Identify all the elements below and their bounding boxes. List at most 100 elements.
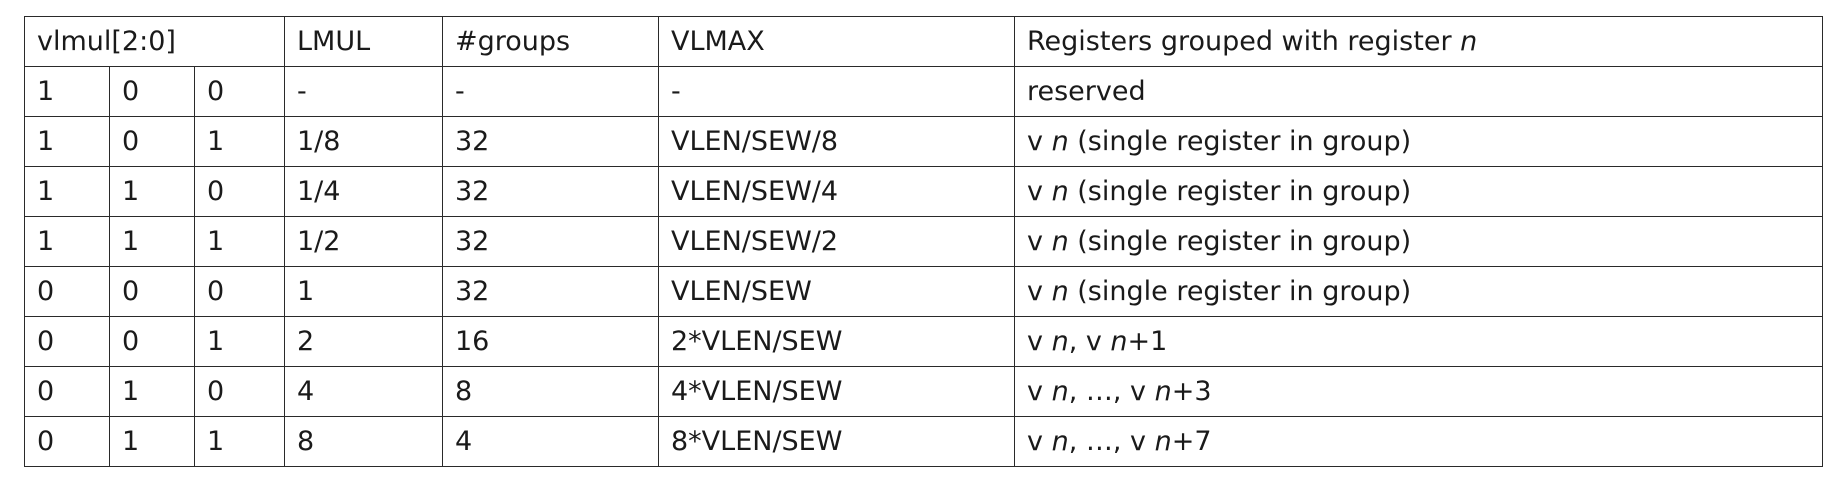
register-text: (single register in group) <box>1068 176 1412 207</box>
register-text: (single register in group) <box>1068 126 1412 157</box>
lmul-table-container: vlmul[2:0] LMUL #groups VLMAX Registers … <box>24 16 1823 467</box>
cell-vlmax: 2*VLEN/SEW <box>658 316 1015 367</box>
cell-vlmax: VLEN/SEW/8 <box>658 116 1015 167</box>
cell-vlmax: VLEN/SEW <box>658 266 1015 317</box>
register-text: v <box>1027 126 1052 157</box>
header-registers-var: n <box>1460 26 1478 57</box>
register-text: (single register in group) <box>1068 226 1412 257</box>
cell-vlmul-bit1: 1 <box>109 366 195 417</box>
cell-vlmul-bit0: 0 <box>194 266 285 317</box>
register-text: (single register in group) <box>1068 276 1412 307</box>
register-var: n <box>1154 376 1172 407</box>
cell-vlmul-bit1: 0 <box>109 116 195 167</box>
cell-lmul: 4 <box>284 366 443 417</box>
cell-registers: reserved <box>1014 66 1823 117</box>
register-var: n <box>1051 376 1069 407</box>
cell-vlmul-bit0: 1 <box>194 416 285 467</box>
table-header-row: vlmul[2:0] LMUL #groups VLMAX Registers … <box>24 16 1823 67</box>
cell-registers: v n, v n+1 <box>1014 316 1823 367</box>
cell-vlmul-bit2: 1 <box>24 116 110 167</box>
cell-vlmul-bit0: 0 <box>194 166 285 217</box>
cell-lmul: 1 <box>284 266 443 317</box>
register-var: n <box>1110 326 1128 357</box>
header-registers: Registers grouped with register n <box>1014 16 1823 67</box>
cell-vlmul-bit2: 0 <box>24 316 110 367</box>
register-text: +1 <box>1127 326 1168 357</box>
cell-registers: v n, …, v n+3 <box>1014 366 1823 417</box>
register-var: n <box>1051 226 1069 257</box>
register-text: v <box>1027 276 1052 307</box>
cell-vlmax: 8*VLEN/SEW <box>658 416 1015 467</box>
cell-lmul: 1/2 <box>284 216 443 267</box>
cell-lmul: 1/8 <box>284 116 443 167</box>
cell-vlmul-bit1: 1 <box>109 166 195 217</box>
cell-registers: v n (single register in group) <box>1014 216 1823 267</box>
cell-groups: 8 <box>442 366 659 417</box>
register-var: n <box>1051 176 1069 207</box>
cell-vlmax: - <box>658 66 1015 117</box>
cell-vlmul-bit0: 1 <box>194 216 285 267</box>
cell-vlmul-bit1: 0 <box>109 266 195 317</box>
cell-vlmul-bit2: 0 <box>24 416 110 467</box>
cell-vlmax: 4*VLEN/SEW <box>658 366 1015 417</box>
register-var: n <box>1154 426 1172 457</box>
register-text: , …, v <box>1068 426 1155 457</box>
cell-vlmul-bit2: 1 <box>24 216 110 267</box>
cell-groups: - <box>442 66 659 117</box>
cell-vlmul-bit0: 0 <box>194 366 285 417</box>
cell-groups: 32 <box>442 216 659 267</box>
cell-groups: 32 <box>442 166 659 217</box>
header-vlmul: vlmul[2:0] <box>24 16 285 67</box>
cell-vlmul-bit2: 1 <box>24 66 110 117</box>
header-vlmax: VLMAX <box>658 16 1015 67</box>
register-var: n <box>1051 126 1069 157</box>
register-text: , …, v <box>1068 376 1155 407</box>
register-text: v <box>1027 326 1052 357</box>
cell-vlmul-bit2: 1 <box>24 166 110 217</box>
header-lmul: LMUL <box>284 16 443 67</box>
cell-registers: v n, …, v n+7 <box>1014 416 1823 467</box>
cell-lmul: 8 <box>284 416 443 467</box>
register-text: v <box>1027 426 1052 457</box>
cell-vlmul-bit0: 0 <box>194 66 285 117</box>
cell-vlmax: VLEN/SEW/2 <box>658 216 1015 267</box>
cell-groups: 4 <box>442 416 659 467</box>
cell-vlmul-bit0: 1 <box>194 116 285 167</box>
header-registers-label: Registers grouped with register <box>1027 26 1452 57</box>
register-text: v <box>1027 226 1052 257</box>
cell-vlmul-bit0: 1 <box>194 316 285 367</box>
cell-vlmul-bit1: 1 <box>109 416 195 467</box>
cell-registers: v n (single register in group) <box>1014 166 1823 217</box>
cell-vlmul-bit2: 0 <box>24 266 110 317</box>
register-var: n <box>1051 276 1069 307</box>
cell-vlmul-bit1: 0 <box>109 66 195 117</box>
cell-lmul: 2 <box>284 316 443 367</box>
register-var: n <box>1051 326 1069 357</box>
cell-groups: 32 <box>442 116 659 167</box>
register-text: +3 <box>1171 376 1212 407</box>
register-text: +7 <box>1171 426 1212 457</box>
register-text: reserved <box>1027 76 1146 107</box>
cell-registers: v n (single register in group) <box>1014 116 1823 167</box>
cell-vlmax: VLEN/SEW/4 <box>658 166 1015 217</box>
lmul-encoding-table: vlmul[2:0] LMUL #groups VLMAX Registers … <box>24 16 1823 467</box>
register-var: n <box>1051 426 1069 457</box>
register-text: v <box>1027 376 1052 407</box>
cell-vlmul-bit2: 0 <box>24 366 110 417</box>
cell-lmul: - <box>284 66 443 117</box>
cell-lmul: 1/4 <box>284 166 443 217</box>
cell-vlmul-bit1: 1 <box>109 216 195 267</box>
cell-groups: 16 <box>442 316 659 367</box>
cell-registers: v n (single register in group) <box>1014 266 1823 317</box>
cell-groups: 32 <box>442 266 659 317</box>
register-text: v <box>1027 176 1052 207</box>
header-groups: #groups <box>442 16 659 67</box>
cell-vlmul-bit1: 0 <box>109 316 195 367</box>
